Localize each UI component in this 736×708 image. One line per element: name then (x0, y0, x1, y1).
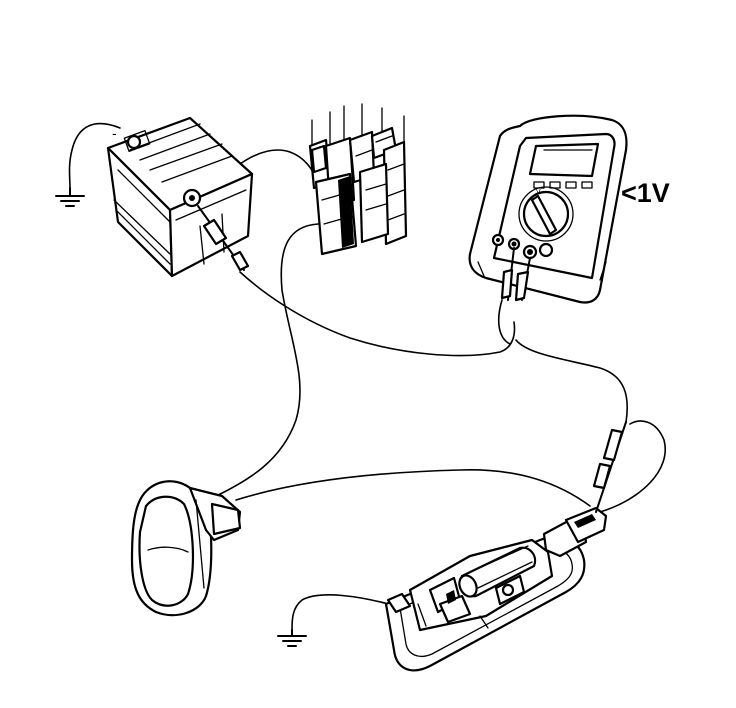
wire-lamp-ground (291, 594, 397, 631)
meter-reading: <1V (621, 178, 670, 208)
wire-meter-to-lamp-probe (515, 339, 629, 423)
rocker-switch-icon (130, 480, 242, 617)
battery-negative-mark: - (112, 125, 117, 141)
ground-lamp (277, 629, 307, 647)
ground-battery (55, 187, 85, 207)
wire-battery-probe-to-meter (239, 271, 516, 357)
connector-block-icon (308, 103, 408, 256)
multimeter-icon: V (468, 114, 628, 304)
battery-icon: - (106, 116, 254, 278)
wire-fuse-to-switch (211, 223, 319, 499)
wire-lamp-loop (599, 420, 667, 513)
wire-meter-loop (497, 299, 511, 345)
lamp-housing-icon (384, 421, 627, 672)
wire-switch-to-lamp (235, 469, 591, 507)
wire-battery-ground (68, 122, 121, 189)
